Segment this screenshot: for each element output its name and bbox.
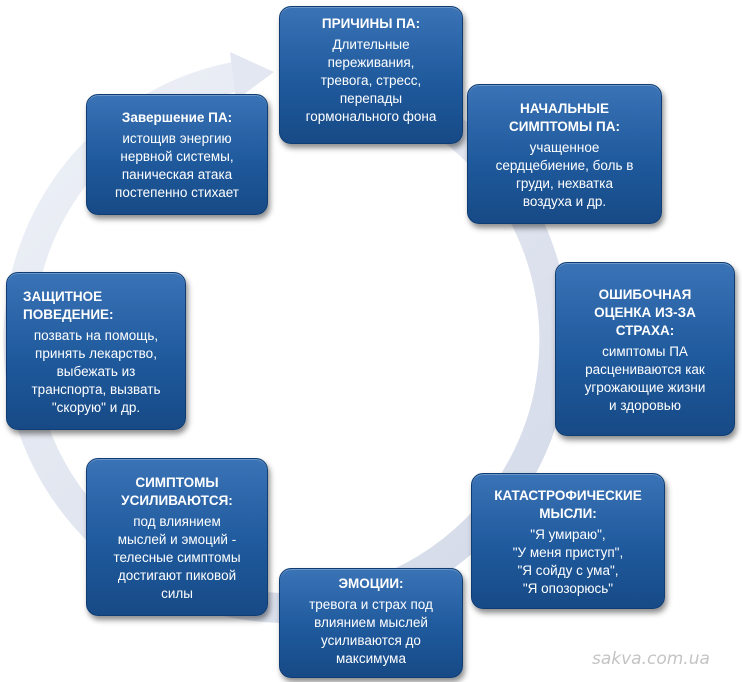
node-symptoms-intensify: СИМПТОМЫ УСИЛИВАЮТСЯ: под влиянием мысле… [86, 458, 268, 616]
node-misjudgement-title: ОШИБОЧНАЯ ОЦЕНКА ИЗ-ЗА СТРАХА: [594, 286, 696, 338]
node-initial-symptoms-title: НАЧАЛЬНЫЕ СИМПТОМЫ ПА: [509, 100, 620, 134]
node-catastrophic-thoughts: КАТАСТРОФИЧЕСКИЕ МЫСЛИ: "Я умираю", "У м… [471, 473, 665, 609]
node-completion-title: Завершение ПА: [121, 110, 233, 125]
node-emotions-title: ЭМОЦИИ: [338, 576, 404, 591]
node-catastrophic-thoughts-title: КАТАСТРОФИЧЕСКИЕ МЫСЛИ: [494, 487, 642, 521]
node-causes-body: Длительные переживания, тревога, стресс,… [305, 37, 437, 124]
watermark-text: sakva.com.ua [592, 649, 710, 669]
cycle-arrowhead [230, 52, 274, 100]
node-causes-title: ПРИЧИНЫ ПА: [321, 16, 421, 31]
node-emotions-body: тревога и страх под влиянием мыслей усил… [309, 597, 433, 666]
node-misjudgement: ОШИБОЧНАЯ ОЦЕНКА ИЗ-ЗА СТРАХА: симптомы … [555, 262, 735, 436]
node-causes: ПРИЧИНЫ ПА: Длительные переживания, трев… [279, 6, 463, 144]
node-protective-behavior-body: позвать на помощь, принять лекарство, вы… [31, 327, 161, 415]
node-emotions: ЭМОЦИИ: тревога и страх под влиянием мыс… [279, 568, 463, 678]
node-completion-body: истощив энергию нервной системы, паничес… [115, 131, 239, 200]
node-protective-behavior-title: ЗАЩИТНОЕ ПОВЕДЕНИЕ: [23, 288, 114, 322]
node-misjudgement-body: симптомы ПА расцениваются как угрожающие… [584, 343, 706, 413]
node-completion: Завершение ПА: истощив энергию нервной с… [86, 94, 268, 215]
node-symptoms-intensify-body: под влиянием мыслей и эмоций - телесные … [113, 513, 241, 601]
node-protective-behavior: ЗАЩИТНОЕ ПОВЕДЕНИЕ: позвать на помощь, п… [6, 272, 186, 430]
node-initial-symptoms: НАЧАЛЬНЫЕ СИМПТОМЫ ПА: учащенное сердцеб… [467, 84, 662, 224]
node-initial-symptoms-body: учащенное сердцебиение, боль в груди, не… [495, 139, 634, 209]
node-symptoms-intensify-title: СИМПТОМЫ УСИЛИВАЮТСЯ: [121, 474, 233, 508]
node-catastrophic-thoughts-body: "Я умираю", "У меня приступ", "Я сойду с… [512, 526, 624, 596]
